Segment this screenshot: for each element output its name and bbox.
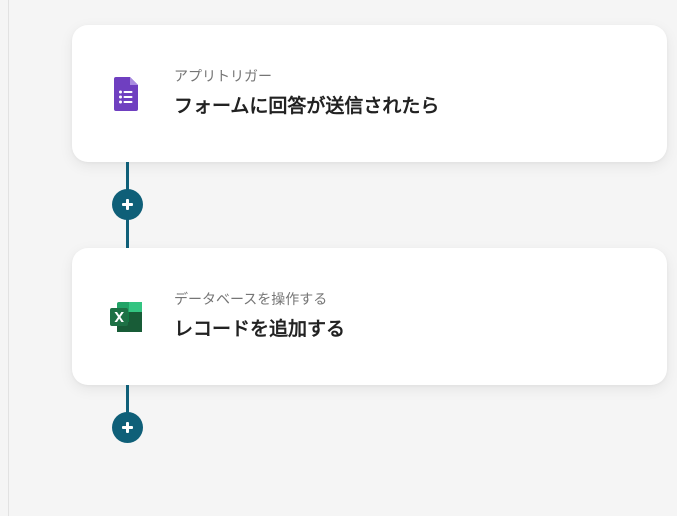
add-step-button[interactable] [112,412,143,443]
flow-connector [126,385,129,415]
step-type-label: データベースを操作する [174,292,328,308]
google-forms-icon [108,75,144,113]
step-title: レコードを追加する [174,318,346,340]
add-step-button[interactable] [112,189,143,220]
trigger-step-card[interactable]: アプリトリガー フォームに回答が送信されたら [72,25,667,162]
database-step-card[interactable]: データベースを操作する レコードを追加する [72,248,667,385]
plus-icon [122,422,133,433]
excel-icon [108,298,144,336]
step-type-label: アプリトリガー [174,69,272,85]
step-title: フォームに回答が送信されたら [174,95,440,117]
plus-icon [122,199,133,210]
panel-left-border [8,0,9,516]
